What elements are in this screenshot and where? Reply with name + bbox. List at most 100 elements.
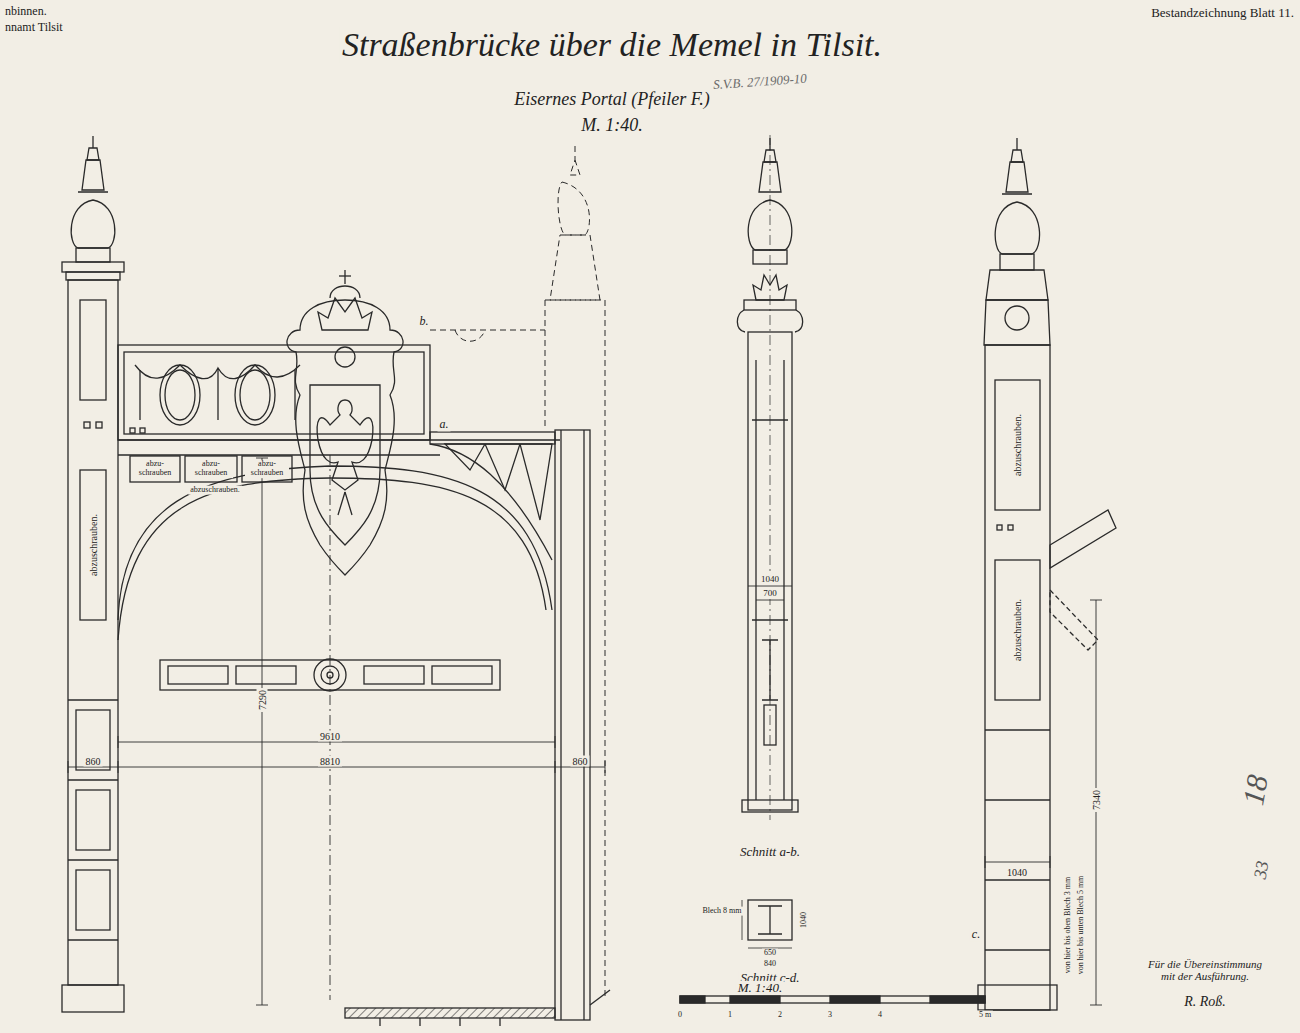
scale-note: M. 1:40. [736,981,784,995]
dimension-label: 7340 [1091,788,1102,812]
left-pillar-part [68,779,118,780]
certification-note: Für die Übereinstimmung mit der Ausführu… [1138,958,1272,982]
side-pillar-part [1050,856,1051,868]
dimension-label: 700 [761,589,779,599]
subtitle: Eisernes Portal (Pfeiler F.) [512,90,712,110]
left-pillar-part [68,699,118,700]
coat-of-arms-part [338,492,352,515]
section-c-d-part [748,900,792,940]
side-pillar-part [997,525,1002,530]
dimension-label: 8810 [318,756,342,767]
dashed-pillar-outline-part [430,330,545,341]
signature: R. Roß. [1182,994,1228,1009]
dimension-label: 1040 [1005,867,1029,878]
section-a-b-part [770,135,771,820]
side-pillar-part [995,380,1040,510]
steel-bracket-part [445,444,552,520]
panel-note: abzuschrauben. [1012,412,1023,478]
dimension-lines-part [118,742,555,743]
steel-bracket-part [560,430,561,1020]
scale-note: M. 1:40. [579,116,645,136]
dimension-label: 840 [762,960,778,969]
left-pillar-part [62,985,124,1012]
section-a-b-part [742,800,798,812]
scale-number: 0 [676,1011,684,1020]
section-marker: b. [418,315,431,328]
dashed-pillar-outline-part [550,235,600,300]
side-pillar-part [1011,150,1023,162]
bridge-deck [345,1008,555,1026]
side-pillar-part [1090,1005,1102,1006]
left-pillar-part [76,870,110,930]
bridge-deck-part [419,1018,420,1026]
dimension-label: 1040 [800,910,809,930]
side-pillar-part [985,862,1050,863]
scale-number: 1 [726,1011,734,1020]
portal-drawing-part [62,135,1116,1026]
side-pillar-part [995,560,1040,700]
left-pillar-part [76,248,110,262]
steel-bracket-part [555,430,590,1020]
left-pillar-part [80,300,106,400]
left-pillar-part [71,192,115,248]
section-a-b-part [748,586,792,587]
coat-of-arms-part [287,300,403,575]
scale-bar-part [730,996,780,1003]
scale-bar [680,996,985,1003]
side-pillar-part [985,949,1050,950]
ornamental-frieze-part [140,370,295,420]
section-c-d [742,900,792,948]
section-marker: a. [438,418,451,431]
bridge-deck-part [345,1008,555,1018]
ornamental-frieze-part [118,439,560,440]
section-a-b-part [756,600,784,601]
ornamental-frieze-part [118,345,430,440]
lamp-bar-part [168,666,228,684]
panel-note: abzu- schrauben [245,460,289,478]
coat-of-arms [287,270,403,575]
left-pillar-part [68,280,118,985]
dimension-lines-part [68,767,605,768]
coat-of-arms-part [339,275,351,276]
bridge-deck-part [379,1018,380,1026]
side-pillar-part [1000,254,1034,270]
section-a-b-part [783,360,784,800]
scale-bar-part [830,996,880,1003]
steel-bracket-part [430,444,552,560]
dimension-label: 1040 [759,575,781,585]
left-pillar [62,136,124,1012]
bridge-deck-part [459,1018,460,1026]
ornamental-frieze-part [185,456,237,482]
side-pillar-part [1006,162,1028,192]
ornamental-frieze-part [235,365,275,425]
dimension-lines-part [330,455,331,1000]
side-pillar-part [985,729,1050,730]
left-pillar-part [87,148,99,160]
panel-note: abzu- schrauben [189,460,233,478]
material-note: Blech 8 mm [700,907,743,916]
office-fragment: nbinnen. [3,5,49,18]
archive-number: 18 [1236,770,1274,809]
ornamental-frieze-part [130,428,135,433]
panel-note: abzu- schrauben [133,460,177,478]
side-pillar [978,138,1116,1010]
dimension-lines-part [256,1005,268,1006]
section-a-b [737,135,802,820]
left-pillar-part [62,262,124,272]
panel-note: abzuschrauben. [188,486,242,495]
coat-of-arms-part [317,400,373,490]
section-marker: c. [970,928,982,941]
left-pillar-part [76,790,110,850]
coat-of-arms-part [344,270,345,284]
office-fragment: nnamt Tilsit [3,21,65,34]
panel-note: abzuschrauben. [88,512,99,578]
coat-of-arms-part [318,298,372,330]
dimension-label: 860 [84,756,103,767]
steel-bracket-part [583,430,584,1020]
ornamental-frieze-part [118,478,546,640]
dashed-pillar-outline [430,146,605,1000]
ornamental-frieze-part [130,456,180,482]
ornamental-frieze-part [124,352,424,434]
bridge-deck-part [499,1018,500,1026]
